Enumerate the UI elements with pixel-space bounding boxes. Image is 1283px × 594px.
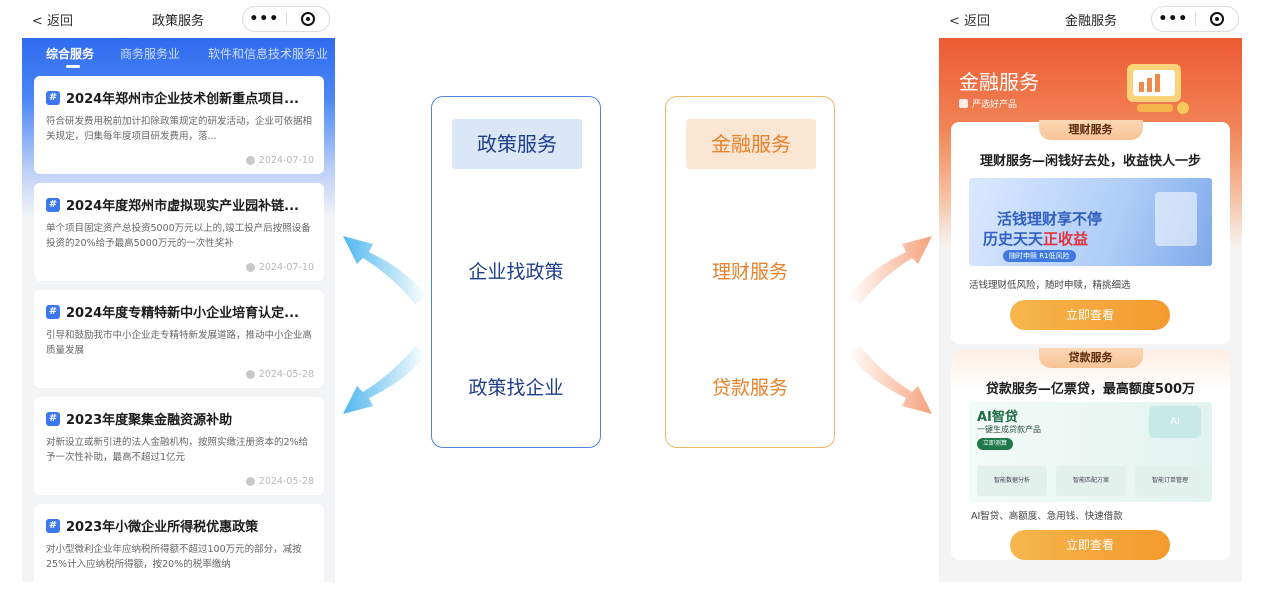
policy-title: 2023年小微企业所得税优惠政策 [66, 520, 259, 535]
wealth-service-card: 理财服务 理财服务—闲钱好去处，收益快人一步 活钱理财享不停 历史天天正收益 随… [951, 120, 1230, 344]
hashtag-icon: # [46, 304, 60, 319]
mini-program-capsule: ••• [242, 6, 330, 32]
hashtag-icon: # [46, 411, 60, 426]
arrows-left [343, 236, 427, 414]
back-button[interactable]: < 返回 [32, 14, 74, 29]
find-enterprise-item[interactable]: 政策找企业 [468, 377, 564, 399]
tab-business-services[interactable]: 商务服务业 [120, 47, 181, 61]
arrow-up-left-icon [343, 236, 427, 304]
feature-data-analysis: 智能数据分析 [977, 466, 1047, 496]
date-text: 2024-07-10 [258, 262, 314, 273]
hashtag-icon: # [46, 90, 60, 105]
promo-tags: 随时申赎 R1低风险 [1003, 250, 1076, 262]
policy-title: 2024年郑州市企业技术创新重点项目... [66, 92, 299, 107]
back-label: 返回 [47, 14, 74, 29]
promo-line-2a: 历史天天 [983, 230, 1044, 248]
banner-title: 金融服务 [959, 70, 1039, 94]
wealth-headline: 理财服务—闲钱好去处，收益快人一步 [979, 154, 1201, 169]
date-text: 2024-05-28 [258, 369, 314, 380]
arrow-up-right-icon [848, 236, 932, 304]
clock-icon [245, 263, 255, 272]
close-program-icon[interactable] [287, 12, 330, 26]
wealth-service-item[interactable]: 理财服务 [711, 261, 788, 283]
policy-card[interactable]: #2024年度郑州市虚拟现实产业园补链... 单个项目固定资产总投资5000万元… [34, 183, 324, 281]
clock-icon [245, 477, 255, 486]
policy-desc: 符合研发费用税前加计扣除政策规定的研发活动，企业可依据相关规定，归集每年度项目研… [46, 116, 312, 142]
policy-card[interactable]: #2024年度专精特新中小企业培育认定... 引导和鼓励我市中小企业走专精特新发… [34, 290, 324, 388]
policy-card[interactable]: #2023年小微企业所得税优惠政策 对小型微利企业年应纳税所得额不超过100万元… [34, 504, 324, 582]
back-label: 返回 [964, 14, 991, 29]
loan-view-button[interactable]: 立即查看 [1010, 530, 1170, 560]
computer-chart-illustration [1127, 64, 1189, 114]
policy-date: 2024-07-10 [245, 155, 314, 166]
capsule-divider [285, 12, 287, 26]
loan-headline: 贷款服务—亿票贷，最高额度500万 [985, 382, 1196, 397]
ai-loan-subtitle: 一键生成贷款产品 [977, 425, 1041, 434]
wealth-pill-label: 理财服务 [1038, 120, 1143, 140]
arrow-down-left-icon [343, 346, 427, 414]
more-menu-icon[interactable]: ••• [249, 11, 280, 27]
policy-phone-screen: < 返回 政策服务 ••• 综合服务 商务服务业 软件和信息技术服务业 #202… [22, 0, 335, 582]
active-tab-indicator [66, 65, 80, 68]
loan-service-card: 贷款服务 贷款服务—亿票贷，最高额度500万 AI智贷 一键生成贷款产品 立即测… [951, 348, 1230, 560]
policy-date: 2024-07-10 [245, 262, 314, 273]
policy-card[interactable]: #2023年度聚集金融资源补助 对新设立或新引进的法人金融机构，按照实缴注册资本… [34, 397, 324, 495]
arrow-down-right-icon [848, 346, 932, 414]
loan-service-item[interactable]: 贷款服务 [711, 377, 788, 399]
mini-program-capsule: ••• [1151, 6, 1239, 32]
ai-loan-banner[interactable]: AI智贷 一键生成贷款产品 立即测算 AI 智能数据分析 智能匹配方案 智能订单… [969, 402, 1212, 502]
policy-service-panel: 政策服务 企业找政策 政策找企业 [431, 96, 601, 448]
feature-match-plan: 智能匹配方案 [1056, 466, 1126, 496]
capsule-divider [1194, 12, 1196, 26]
policy-date: 2024-05-28 [245, 369, 314, 380]
loan-pill-label: 贷款服务 [1038, 348, 1143, 368]
tab-software-it[interactable]: 软件和信息技术服务业 [208, 47, 329, 61]
wealth-view-button[interactable]: 立即查看 [1010, 300, 1170, 330]
hashtag-icon: # [46, 518, 60, 533]
promo-line-2b: 正收益 [1043, 230, 1089, 248]
ai-calc-button[interactable]: 立即测算 [977, 438, 1013, 450]
ai-chip-icon: AI [1149, 406, 1201, 438]
tab-comprehensive[interactable]: 综合服务 [46, 47, 95, 61]
wealth-desc: 活钱理财低风险，随时申赎，精挑细选 [969, 280, 1131, 291]
policy-title: 2024年度郑州市虚拟现实产业园补链... [66, 199, 299, 214]
hashtag-icon: # [46, 197, 60, 212]
date-text: 2024-05-28 [258, 476, 314, 487]
banner-subtitle-text: 严选好产品 [972, 100, 1018, 110]
finance-phone-screen: < 返回 金融服务 ••• 金融服务 严选好产品 理财服务 理财服务—闲钱好去处… [939, 0, 1242, 582]
arrows-right [848, 236, 932, 414]
category-tabs: 综合服务 商务服务业 软件和信息技术服务业 [22, 38, 335, 72]
check-icon [959, 99, 968, 108]
policy-title: 2024年度专精特新中小企业培育认定... [66, 306, 299, 321]
page-title: 政策服务 [152, 14, 205, 29]
policy-card[interactable]: #2024年郑州市企业技术创新重点项目... 符合研发费用税前加计扣除政策规定的… [34, 76, 324, 174]
close-program-icon[interactable] [1196, 12, 1239, 26]
feature-order-management: 智能订单管理 [1135, 466, 1205, 496]
page-title: 金融服务 [1065, 14, 1118, 29]
policy-date: 2024-05-28 [245, 476, 314, 487]
find-policy-item[interactable]: 企业找政策 [468, 261, 564, 283]
wealth-promo-banner[interactable]: 活钱理财享不停 历史天天正收益 随时申赎 R1低风险 [969, 178, 1212, 266]
policy-desc: 对新设立或新引进的法人金融机构，按照实缴注册资本的2%给予一次性补助，最高不超过… [46, 437, 309, 463]
ai-loan-title: AI智贷 [977, 410, 1018, 425]
date-text: 2024-07-10 [258, 155, 314, 166]
back-button[interactable]: < 返回 [949, 14, 991, 29]
policy-desc: 对小型微利企业年应纳税所得额不超过100万元的部分，减按25%计入应纳税所得额，… [46, 544, 302, 570]
policy-panel-header: 政策服务 [452, 119, 582, 169]
policy-desc: 引导和鼓励我市中小企业走专精特新发展道路，推动中小企业高质量发展 [46, 330, 312, 356]
banner-subtitle: 严选好产品 [959, 97, 1017, 110]
promo-line-2: 历史天天正收益 [983, 228, 1088, 249]
glass-phone-illustration [1155, 192, 1197, 246]
loan-desc: AI智贷、高额度、急用钱、快速借款 [971, 511, 1123, 522]
finance-service-panel: 金融服务 理财服务 贷款服务 [665, 96, 835, 448]
policy-desc: 单个项目固定资产总投资5000万元以上的,竣工投产后按照设备投资的20%给予最高… [46, 223, 311, 249]
policy-title: 2023年度聚集金融资源补助 [66, 413, 233, 428]
clock-icon [245, 370, 255, 379]
nav-bar: < 返回 金融服务 ••• [939, 0, 1242, 38]
more-menu-icon[interactable]: ••• [1158, 11, 1189, 27]
nav-bar: < 返回 政策服务 ••• [22, 0, 335, 38]
clock-icon [245, 156, 255, 165]
finance-panel-header: 金融服务 [686, 119, 816, 169]
promo-line-1: 活钱理财享不停 [997, 210, 1103, 228]
